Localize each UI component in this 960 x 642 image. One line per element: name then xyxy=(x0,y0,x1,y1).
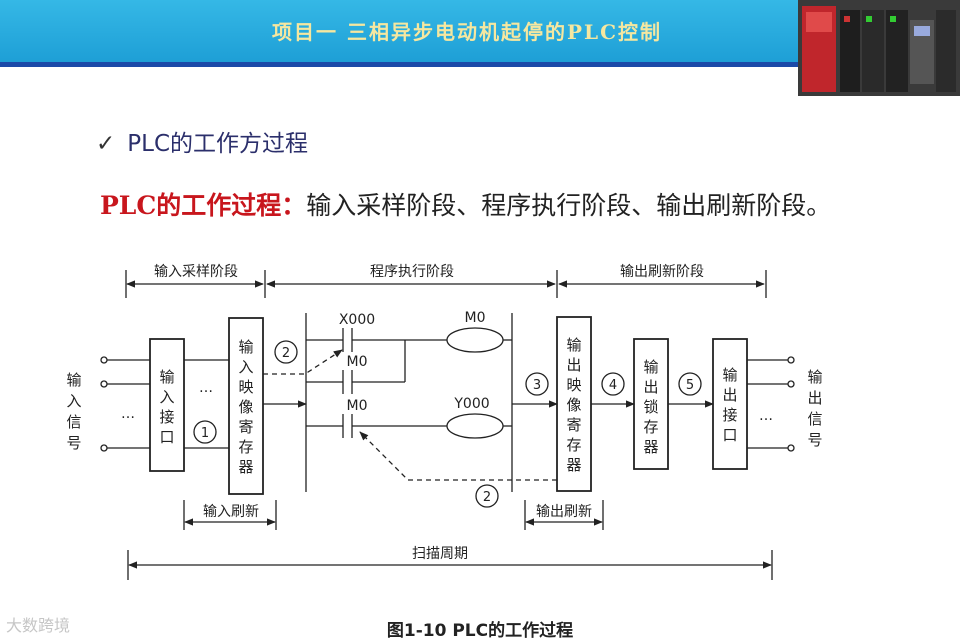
input-refresh-label: 输入刷新 xyxy=(203,504,259,520)
step-2a: 2 xyxy=(282,346,290,361)
scan-cycle-label: 扫描周期 xyxy=(412,546,468,562)
step-5: 5 xyxy=(686,378,694,393)
step-3: 3 xyxy=(533,378,541,393)
phase-output-refresh: 输出刷新阶段 xyxy=(620,264,704,280)
watermark: 大数跨境 xyxy=(6,616,71,635)
input-dots-horizontal: … xyxy=(121,406,135,422)
phase-input-sampling: 输入采样阶段 xyxy=(154,264,238,280)
output-signal-label: 输出信号 xyxy=(807,368,822,449)
input-signal-label: 输入信号 xyxy=(66,371,81,452)
process-text: 输入采样阶段、程序执行阶段、输出刷新阶段。 xyxy=(306,191,832,220)
coil-y000-label: Y000 xyxy=(453,396,489,412)
output-interface-label: 输出接口 xyxy=(722,366,737,444)
input-interface-label: 输入接口 xyxy=(159,368,174,446)
output-refresh-label: 输出刷新 xyxy=(536,504,592,520)
checkmark-icon: ✓ xyxy=(96,131,116,157)
plc-hardware-image xyxy=(798,0,960,96)
output-dots: … xyxy=(759,408,773,424)
process-label: PLC的工作过程： xyxy=(100,191,307,220)
step-1: 1 xyxy=(201,426,209,441)
slide-title: 项目一 三相异步电动机起停的PLC控制 xyxy=(272,20,662,44)
input-dots-mid: … xyxy=(199,380,213,396)
contact-x000-label: X000 xyxy=(339,312,375,328)
step-2b: 2 xyxy=(483,490,491,505)
header-divider xyxy=(0,62,800,67)
bullet-text: PLC的工作方过程 xyxy=(127,131,309,157)
coil-m0-label: M0 xyxy=(465,310,486,326)
output-latch-label: 输出锁存器 xyxy=(643,358,658,456)
phase-program-exec: 程序执行阶段 xyxy=(370,264,454,280)
contact-m0-label: M0 xyxy=(347,354,368,370)
bullet-item: ✓ PLC的工作方过程 xyxy=(96,124,308,158)
contact-m0-rung2-label: M0 xyxy=(347,398,368,414)
output-image-register-label: 输出映像寄存器 xyxy=(566,336,581,474)
process-summary: PLC的工作过程：输入采样阶段、程序执行阶段、输出刷新阶段。 xyxy=(100,186,831,222)
input-image-register-label: 输入映像寄存器 xyxy=(238,338,253,476)
figure-caption: 图1-10 PLC的工作过程 xyxy=(386,621,574,641)
step-4: 4 xyxy=(609,378,617,393)
plc-scan-diagram: 输入采样阶段 程序执行阶段 输出刷新阶段 输入信号 输出信号 输入接口 输入映像… xyxy=(66,264,823,580)
